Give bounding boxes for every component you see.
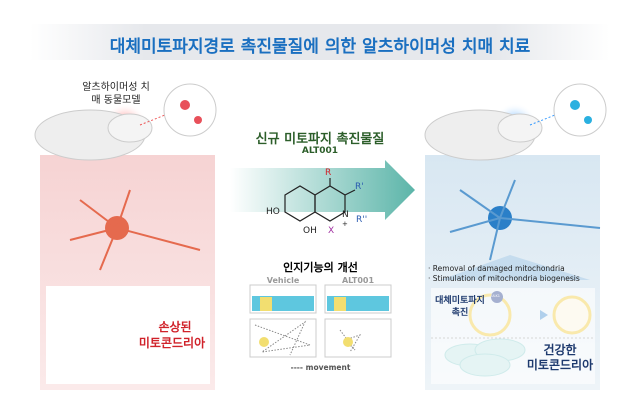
compound-title: 신규 미토파지 촉진물질 <box>255 132 385 147</box>
r2-group: R'' <box>356 215 368 225</box>
nitrogen: N <box>342 210 349 220</box>
plus-charge: + <box>342 220 348 228</box>
damaged-label-2: 미토콘드리아 <box>138 336 206 350</box>
bullet-biogenesis: · Stimulation of mitochondria biogenesis <box>428 274 580 283</box>
promote-label-1: 대체미토파지 <box>435 296 485 306</box>
damaged-label-1: 손상된 <box>158 320 192 334</box>
r-group: R <box>325 168 332 178</box>
movement-legend: ---- movement <box>290 363 351 372</box>
vehicle-label: Vehicle <box>266 276 300 285</box>
page-title: 대체미토파지경로 촉진물질에 의한 알츠하이머성 치매 치료 <box>109 37 531 57</box>
chemical-structure <box>284 178 356 222</box>
neuron-circle-red <box>163 83 217 137</box>
promote-label-2: 촉진 <box>451 308 469 318</box>
ulk1-label: ULK1 <box>491 294 501 298</box>
healthy-label-2: 미토콘드리아 <box>526 358 594 372</box>
alt001-label: ALT001 <box>341 276 375 285</box>
cognition-title: 인지기능의 개선 <box>283 261 358 274</box>
oh-group: OH <box>303 226 317 236</box>
animal-model-label: 알츠하이머성 치 매 동물모델 <box>82 82 150 106</box>
title-band <box>30 24 610 60</box>
bullet-removal: · Removal of damaged mitochondria <box>428 264 565 273</box>
right-subpanel <box>431 288 595 384</box>
r1-group: R' <box>355 182 364 192</box>
ho-group: HO <box>266 207 280 217</box>
left-subpanel <box>46 286 210 384</box>
healthy-label-1: 건강한 <box>543 343 577 357</box>
compound-name: ALT001 <box>301 146 339 156</box>
x-group: X <box>328 226 335 236</box>
neuron-circle-blue <box>553 83 607 137</box>
